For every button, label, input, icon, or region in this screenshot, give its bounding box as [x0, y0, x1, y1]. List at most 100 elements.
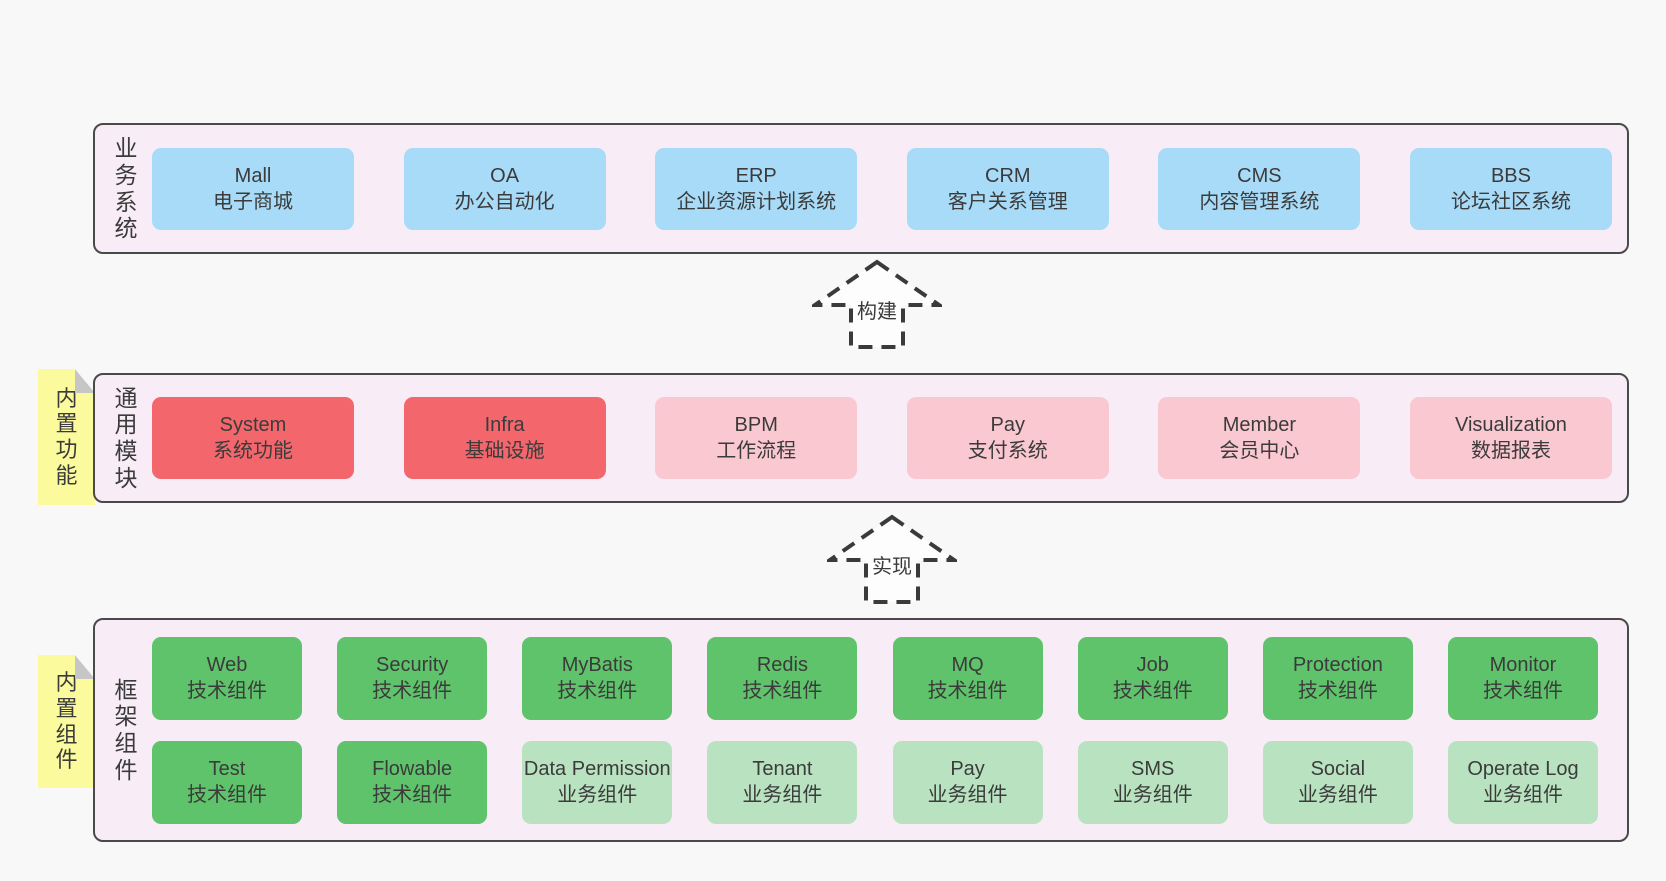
- box-title: Mall: [234, 164, 272, 187]
- box-monitor: Monitor 技术组件: [1447, 636, 1598, 720]
- box-subtitle: 业务组件: [1482, 784, 1563, 806]
- framework-row-2: Test 技术组件 Flowable 技术组件 Data Permission …: [152, 740, 1598, 824]
- box-title: Protection: [1292, 654, 1383, 676]
- box-social: Social 业务组件: [1262, 740, 1413, 824]
- box-title: Security: [376, 654, 449, 676]
- arrow-implement-up: 实现: [827, 514, 957, 606]
- folded-corner-icon: [75, 655, 95, 679]
- arrow-label: 实现: [869, 550, 915, 579]
- box-crm: CRM 客户关系管理: [906, 147, 1109, 230]
- box-title: Redis: [756, 654, 808, 676]
- box-title: OA: [490, 164, 520, 187]
- box-security: Security 技术组件: [337, 636, 488, 720]
- box-subtitle: 企业资源计划系统: [676, 190, 837, 213]
- layer-label-text: 业务系统: [114, 135, 138, 242]
- box-pay-component: Pay 业务组件: [892, 740, 1043, 824]
- box-title: Flowable: [372, 758, 453, 780]
- box-title: BPM: [734, 414, 778, 436]
- box-operate-log: Operate Log 业务组件: [1447, 740, 1598, 824]
- box-subtitle: 技术组件: [927, 680, 1008, 702]
- layer-label-common-modules: 通用模块: [105, 375, 147, 501]
- box-oa: OA 办公自动化: [403, 147, 606, 230]
- box-subtitle: 电子商城: [213, 190, 293, 213]
- box-test: Test 技术组件: [152, 740, 302, 824]
- box-title: Test: [208, 758, 246, 780]
- box-flowable: Flowable 技术组件: [337, 740, 488, 824]
- box-title: Monitor: [1489, 654, 1557, 676]
- box-erp: ERP 企业资源计划系统: [655, 147, 858, 230]
- box-title: Tenant: [752, 758, 813, 780]
- layer-business-systems: 业务系统 Mall 电子商城 OA 办公自动化 ERP 企业资源计划系统 CRM…: [93, 123, 1629, 254]
- box-title: Job: [1136, 654, 1169, 676]
- framework-row-1: Web 技术组件 Security 技术组件 MyBatis 技术组件 Redi…: [152, 636, 1598, 720]
- layer-label-framework-components: 框架组件: [105, 620, 147, 840]
- box-subtitle: 技术组件: [372, 784, 453, 806]
- box-title: Data Permission: [523, 758, 671, 780]
- box-title: CMS: [1237, 164, 1282, 187]
- box-title: Member: [1222, 414, 1297, 436]
- box-subtitle: 业务组件: [742, 784, 823, 806]
- box-member: Member 会员中心: [1158, 397, 1361, 479]
- arrow-build-up: 构建: [812, 259, 942, 351]
- box-subtitle: 工作流程: [716, 440, 797, 462]
- box-subtitle: 技术组件: [1297, 680, 1378, 702]
- box-subtitle: 技术组件: [557, 680, 638, 702]
- box-subtitle: 基础设施: [464, 440, 545, 462]
- box-bbs: BBS 论坛社区系统: [1409, 147, 1612, 230]
- folded-corner-icon: [75, 369, 95, 393]
- box-title: Web: [206, 654, 248, 676]
- sticky-note-builtin-components: 内置组件: [38, 655, 95, 788]
- box-subtitle: 论坛社区系统: [1450, 190, 1571, 213]
- note-label: 内置功能: [55, 385, 78, 488]
- layer-common-modules: 通用模块 System 系统功能 Infra 基础设施 BPM 工作流程 Pay…: [93, 373, 1629, 503]
- box-subtitle: 业务组件: [1297, 784, 1378, 806]
- framework-boxes-grid: Web 技术组件 Security 技术组件 MyBatis 技术组件 Redi…: [152, 620, 1598, 840]
- box-infra: Infra 基础设施: [403, 397, 606, 479]
- box-title: CRM: [985, 164, 1031, 187]
- box-cms: CMS 内容管理系统: [1158, 147, 1361, 230]
- box-bpm: BPM 工作流程: [655, 397, 858, 479]
- box-pay-module: Pay 支付系统: [906, 397, 1109, 479]
- box-protection: Protection 技术组件: [1262, 636, 1413, 720]
- box-subtitle: 技术组件: [1112, 680, 1193, 702]
- box-subtitle: 办公自动化: [454, 190, 555, 213]
- box-title: System: [219, 414, 287, 436]
- box-title: Social: [1310, 758, 1366, 780]
- box-subtitle: 业务组件: [927, 784, 1008, 806]
- box-title: BBS: [1490, 164, 1531, 187]
- layer-framework-components: 框架组件 Web 技术组件 Security 技术组件 MyBatis 技术组件…: [93, 618, 1629, 842]
- box-tenant: Tenant 业务组件: [707, 740, 858, 824]
- box-title: Pay: [950, 758, 985, 780]
- box-data-permission: Data Permission 业务组件: [522, 740, 673, 824]
- box-redis: Redis 技术组件: [707, 636, 858, 720]
- box-subtitle: 技术组件: [187, 784, 267, 806]
- box-subtitle: 内容管理系统: [1199, 190, 1320, 213]
- box-sms: SMS 业务组件: [1077, 740, 1228, 824]
- box-title: MQ: [951, 654, 984, 676]
- common-boxes-row: System 系统功能 Infra 基础设施 BPM 工作流程 Pay 支付系统…: [152, 375, 1612, 501]
- box-subtitle: 系统功能: [213, 440, 293, 462]
- box-job: Job 技术组件: [1077, 636, 1228, 720]
- note-label: 内置组件: [55, 670, 78, 773]
- box-subtitle: 支付系统: [967, 440, 1048, 462]
- box-subtitle: 会员中心: [1219, 440, 1300, 462]
- box-title: Visualization: [1455, 414, 1567, 436]
- box-subtitle: 技术组件: [372, 680, 453, 702]
- box-mybatis: MyBatis 技术组件: [522, 636, 673, 720]
- box-title: SMS: [1131, 758, 1175, 780]
- layer-label-business-systems: 业务系统: [105, 125, 147, 252]
- box-title: Pay: [990, 414, 1026, 436]
- box-title: Operate Log: [1467, 758, 1579, 780]
- box-subtitle: 技术组件: [187, 680, 267, 702]
- layer-label-text: 通用模块: [114, 384, 138, 491]
- box-mall: Mall 电子商城: [152, 147, 354, 230]
- sticky-note-builtin-features: 内置功能: [38, 369, 95, 505]
- business-boxes-row: Mall 电子商城 OA 办公自动化 ERP 企业资源计划系统 CRM 客户关系…: [152, 125, 1612, 252]
- box-title: MyBatis: [561, 654, 633, 676]
- box-web: Web 技术组件: [152, 636, 302, 720]
- box-subtitle: 客户关系管理: [947, 190, 1068, 213]
- box-visualization: Visualization 数据报表: [1409, 397, 1612, 479]
- box-subtitle: 技术组件: [742, 680, 823, 702]
- arrow-label: 构建: [854, 295, 900, 324]
